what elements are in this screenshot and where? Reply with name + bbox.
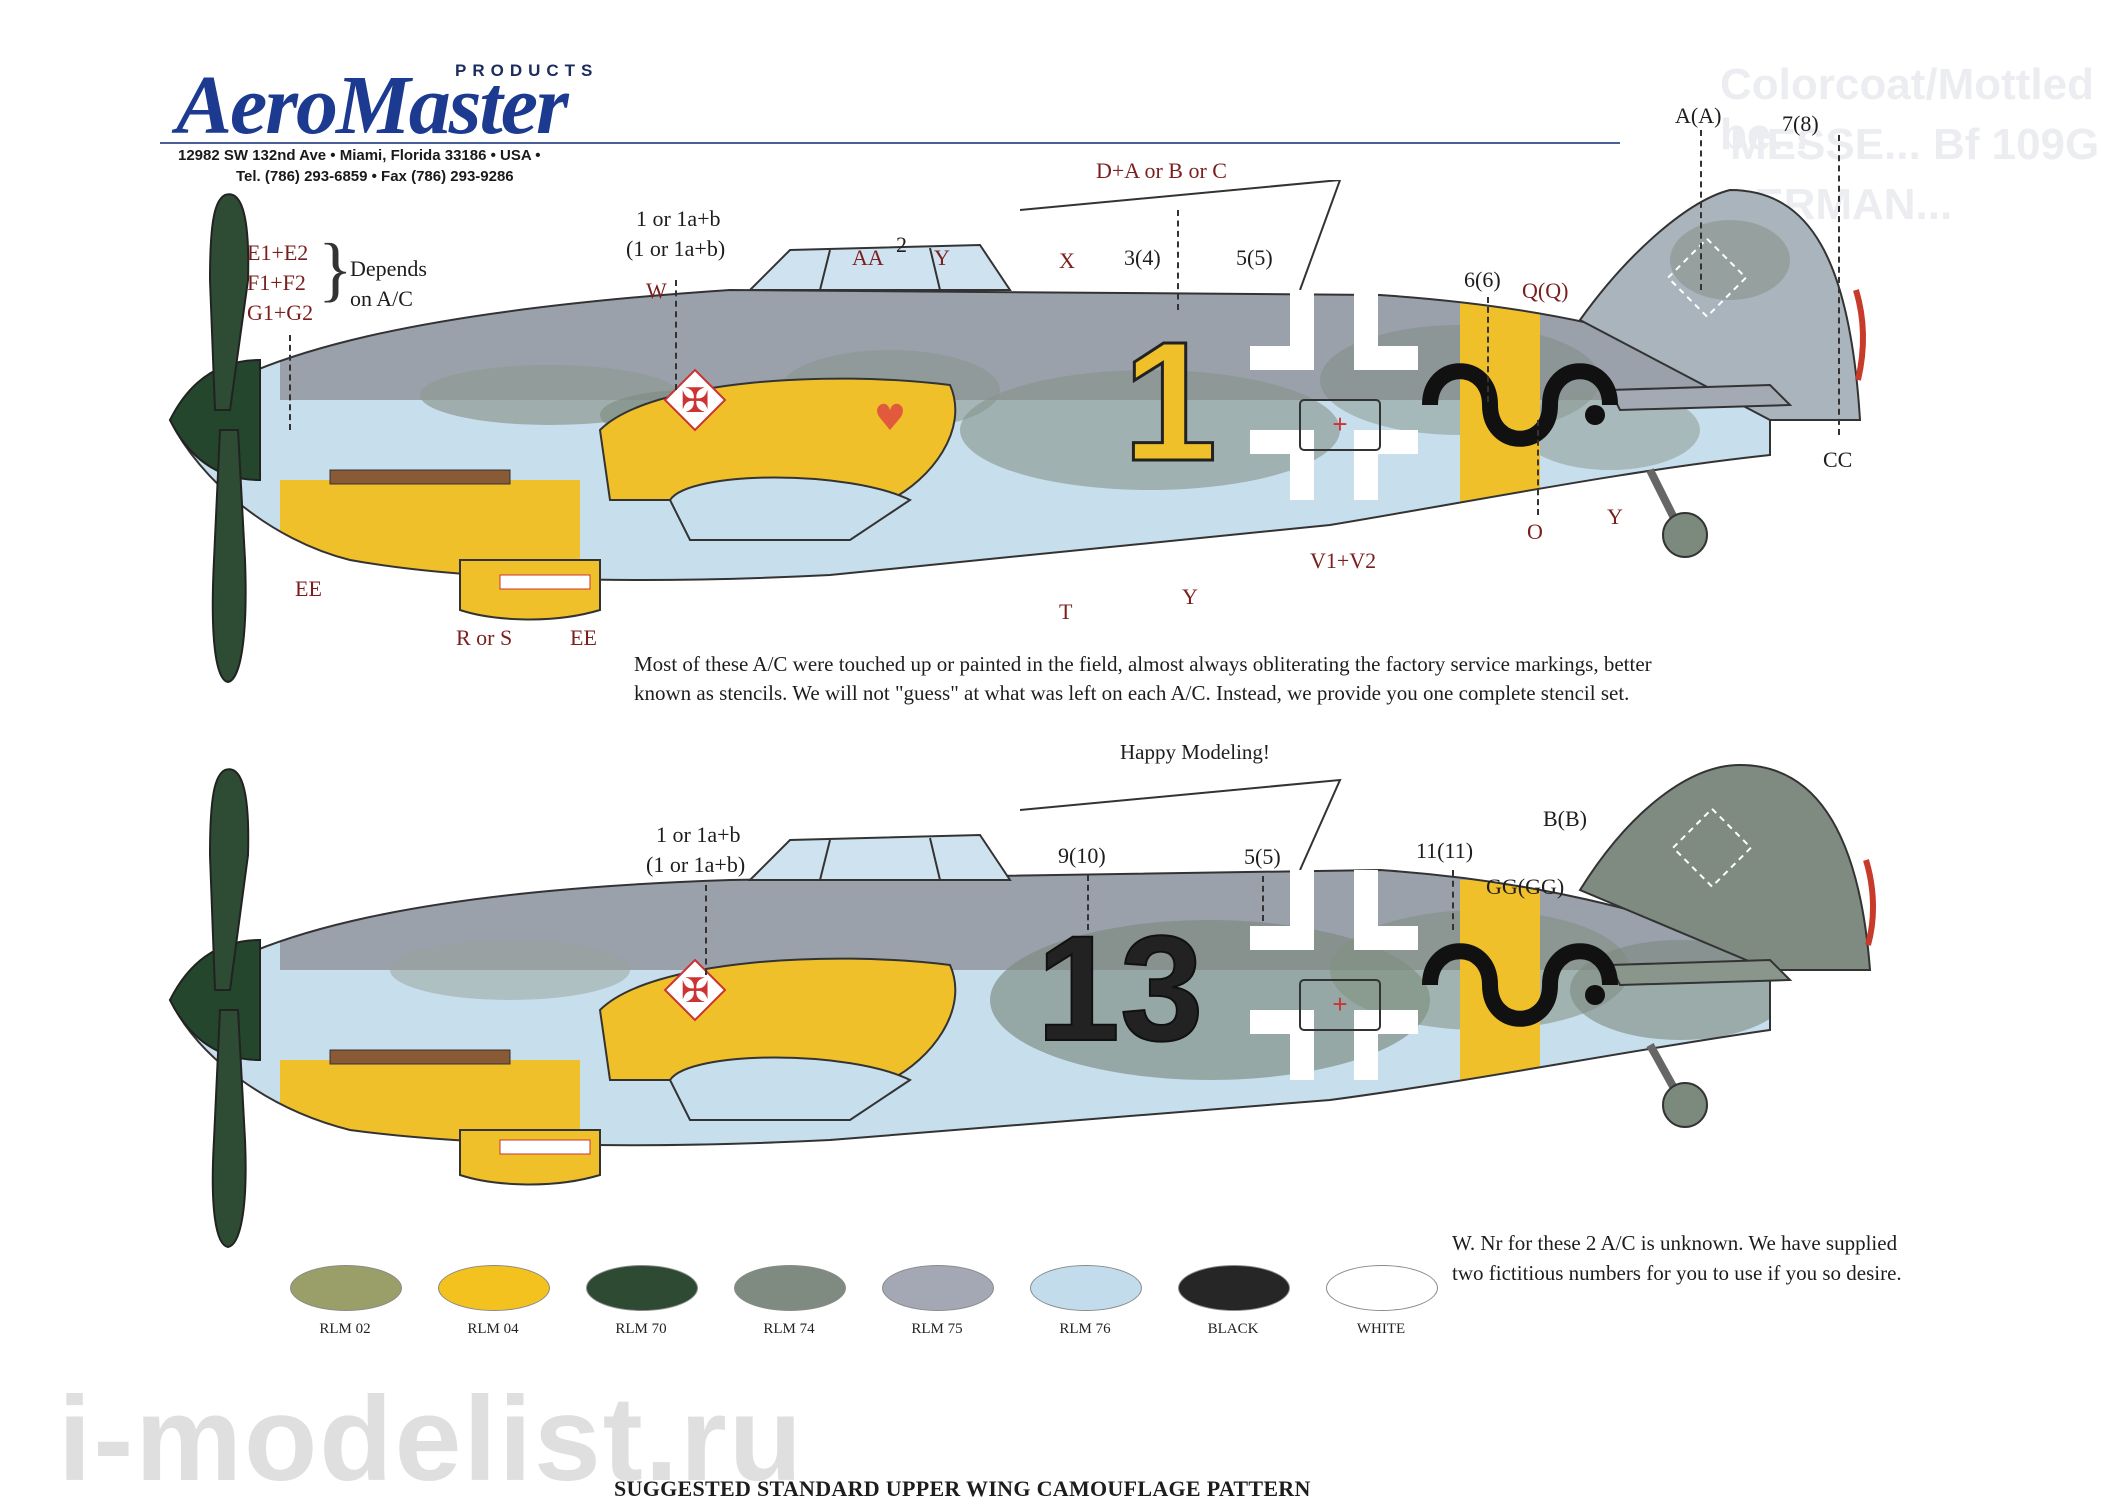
logo-products: PRODUCTS <box>455 61 599 80</box>
callout-1-or-1ab: 1 or 1a+b <box>636 206 721 231</box>
leader-line <box>1177 210 1179 310</box>
callout-v1v2: V1+V2 <box>1310 548 1377 573</box>
leader-line <box>1262 876 1264 921</box>
color-swatch-label: BLACK <box>1207 1321 1259 1337</box>
callout-7-8: 7(8) <box>1782 111 1819 136</box>
color-swatch-label: RLM 75 <box>911 1321 963 1337</box>
callout-9-10: 9(10) <box>1058 843 1106 868</box>
callout-o: O <box>1527 519 1543 544</box>
svg-text:+: + <box>1332 989 1347 1019</box>
color-swatch-label: RLM 02 <box>319 1321 371 1337</box>
callout-y3: Y <box>1182 584 1198 609</box>
color-swatch-label: RLM 04 <box>467 1321 519 1337</box>
color-swatch <box>1326 1265 1438 1311</box>
aircraft-number-13: 13 <box>1037 904 1204 1072</box>
color-swatch-label: WHITE <box>1356 1321 1406 1337</box>
callout-e1e2: E1+E2 <box>247 240 309 265</box>
callout-depends: Depends <box>350 256 427 281</box>
callout-ee: EE <box>295 576 322 601</box>
color-swatch <box>1030 1265 1142 1311</box>
company-address: 12982 SW 132nd Ave • Miami, Florida 3318… <box>178 147 541 164</box>
color-swatch-label: RLM 74 <box>763 1321 815 1337</box>
leader-line <box>1700 130 1702 290</box>
leader-line <box>1487 297 1489 402</box>
callout-y2: Y <box>1607 504 1623 529</box>
happy-modeling: Happy Modeling! <box>1120 740 1270 764</box>
cross-emblem-top: ✠ <box>663 368 727 432</box>
callout-x: X <box>1059 248 1075 273</box>
leader-line <box>1838 135 1840 435</box>
callout-a-a: A(A) <box>1675 103 1722 128</box>
watermark: i-modelist.ru <box>58 1372 805 1506</box>
callout-cc: CC <box>1823 447 1853 472</box>
callout-b-b: B(B) <box>1543 806 1587 831</box>
leader-line <box>1452 870 1454 930</box>
header-rule <box>160 142 1620 144</box>
color-swatch <box>882 1265 994 1311</box>
callout-w: W <box>646 278 667 303</box>
callout-y: Y <box>934 245 950 270</box>
brand-logo: PRODUCTS AeroMaster <box>158 58 628 178</box>
callout-1-or-1ab-bottom: 1 or 1a+b <box>656 822 741 847</box>
callout-6-6: 6(6) <box>1464 267 1501 292</box>
color-swatch-label: RLM 70 <box>615 1321 667 1337</box>
color-swatch <box>586 1265 698 1311</box>
leader-line <box>675 280 677 390</box>
footer-title: SUGGESTED STANDARD UPPER WING CAMOUFLAGE… <box>614 1476 1311 1501</box>
svg-text:✠: ✠ <box>681 971 710 1011</box>
logo-wordmark: AeroMaster <box>176 59 569 152</box>
color-swatch <box>438 1265 550 1311</box>
color-swatch <box>734 1265 846 1311</box>
callout-on-ac: on A/C <box>350 286 413 311</box>
callout-gg-gg: GG(GG) <box>1486 874 1565 899</box>
brace: } <box>318 229 353 309</box>
callout-q-q: Q(Q) <box>1522 278 1569 303</box>
aircraft-profile-bottom: 13 + ✠ <box>168 763 1876 1249</box>
callout-t: T <box>1059 599 1073 624</box>
balkenkreuz-top <box>1250 290 1418 500</box>
company-phone: Tel. (786) 293-6859 • Fax (786) 293-9286 <box>236 168 514 185</box>
callout-5-5-bottom: 5(5) <box>1244 844 1281 869</box>
callout-5-5: 5(5) <box>1236 245 1273 270</box>
callout-ee2: EE <box>570 625 597 650</box>
callout-2: 2 <box>896 232 907 257</box>
callout-3-4: 3(4) <box>1124 245 1161 270</box>
color-swatch-label: RLM 76 <box>1059 1321 1111 1337</box>
ghost-text: MESSE... Bf 109G <box>1730 120 2100 169</box>
leader-line <box>1537 420 1539 515</box>
callout-g1g2: G1+G2 <box>247 300 314 325</box>
balkenkreuz-bottom <box>1250 870 1418 1080</box>
callout-1-or-1ab-paren-bottom: (1 or 1a+b) <box>646 852 746 877</box>
callout-1-or-1ab-paren: (1 or 1a+b) <box>626 236 726 261</box>
svg-text:+: + <box>1332 409 1347 439</box>
callout-11-11: 11(11) <box>1416 838 1474 863</box>
leader-line <box>705 885 707 975</box>
callout-f1f2: F1+F2 <box>247 270 306 295</box>
svg-text:✠: ✠ <box>681 381 710 421</box>
stencil-note: Most of these A/C were touched up or pai… <box>634 652 1652 705</box>
callout-aa: AA <box>852 245 884 270</box>
color-swatch <box>1178 1265 1290 1311</box>
callout-r-or-s: R or S <box>456 625 513 650</box>
callout-d-abc: D+A or B or C <box>1096 158 1227 183</box>
aircraft-profile-top: 1 + ✠ ♥ <box>168 180 1866 684</box>
leader-line <box>1087 875 1089 930</box>
color-swatch <box>290 1265 402 1311</box>
aircraft-number-1: 1 <box>1123 307 1218 497</box>
wnr-note: W. Nr for these 2 A/C is unknown. We hav… <box>1452 1231 1902 1285</box>
leader-line <box>289 335 291 430</box>
cross-emblem-bottom: ✠ <box>663 958 727 1022</box>
heart-icon: ♥ <box>874 398 906 439</box>
ghost-text: Colorcoat/Mottled be... <box>1720 60 2094 159</box>
